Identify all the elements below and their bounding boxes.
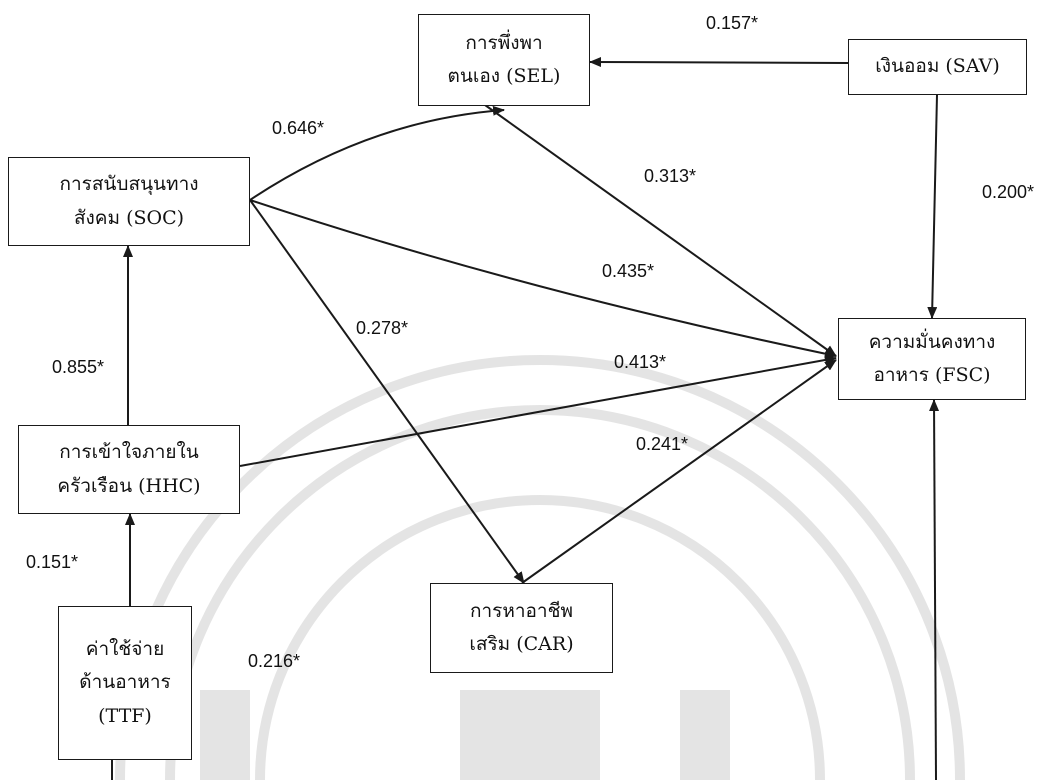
node-sav-line1: เงินออม (SAV) — [875, 55, 1000, 78]
arrow-hhc-fsc — [239, 355, 837, 467]
node-ttf-line3: (TTF) — [98, 704, 152, 727]
coef-sav-fsc: 0.200* — [982, 182, 1035, 202]
node-fsc-line1: ความมั่นคงทาง — [868, 330, 996, 353]
node-soc-line1: การสนับสนุนทาง — [59, 173, 199, 196]
arrow-soc-sel — [249, 105, 505, 201]
arrow-soc-fsc — [249, 199, 837, 359]
node-ttf-line2: ด้านอาหาร — [79, 671, 171, 694]
node-car-line1: การหาอาชีพ — [469, 599, 574, 622]
node-sel: การพึ่งพา ตนเอง (SEL) — [418, 14, 590, 106]
coef-car-fsc: 0.241* — [636, 434, 689, 454]
node-sel-line1: การพึ่งพา — [465, 31, 543, 54]
node-car-line2: เสริม (CAR) — [469, 633, 574, 655]
node-ttf: ค่าใช้จ่าย ด้านอาหาร (TTF) — [58, 606, 192, 760]
node-sav: เงินออม (SAV) — [848, 39, 1027, 95]
node-hhc-line2: ครัวเรือน (HHC) — [57, 474, 201, 497]
node-sel-line2: ตนเอง (SEL) — [447, 65, 561, 87]
node-fsc: ความมั่นคงทาง อาหาร (FSC) — [838, 318, 1026, 400]
node-ttf-line1: ค่าใช้จ่าย — [85, 638, 165, 661]
arrow-sav-fsc — [927, 94, 938, 319]
coef-hhc-soc: 0.855* — [52, 357, 105, 377]
node-hhc-line1: การเข้าใจภายใน — [59, 441, 199, 464]
arrow-soc-car — [249, 199, 525, 584]
node-car: การหาอาชีพ เสริม (CAR) — [430, 583, 613, 673]
coef-sel-fsc: 0.313* — [644, 166, 697, 186]
coef-soc-fsc: 0.435* — [602, 261, 655, 281]
node-soc-line2: สังคม (SOC) — [73, 206, 185, 229]
coef-ttf-hhc: 0.151* — [26, 552, 79, 572]
arrow-ttf-fsc-right — [929, 399, 940, 780]
coef-soc-car: 0.278* — [356, 318, 409, 338]
coef-hhc-fsc: 0.413* — [614, 352, 667, 372]
arrow-car-fsc — [521, 359, 837, 584]
node-soc: การสนับสนุนทาง สังคม (SOC) — [8, 157, 250, 246]
node-fsc-line2: อาหาร (FSC) — [873, 364, 991, 386]
arrow-sel-fsc — [484, 104, 837, 357]
arrow-sav-sel — [589, 57, 849, 68]
coef-ttf-fsc: 0.216* — [248, 651, 301, 671]
coef-soc-sel: 0.646* — [272, 118, 325, 138]
node-hhc: การเข้าใจภายใน ครัวเรือน (HHC) — [18, 425, 240, 514]
coef-sav-sel: 0.157* — [706, 13, 759, 33]
